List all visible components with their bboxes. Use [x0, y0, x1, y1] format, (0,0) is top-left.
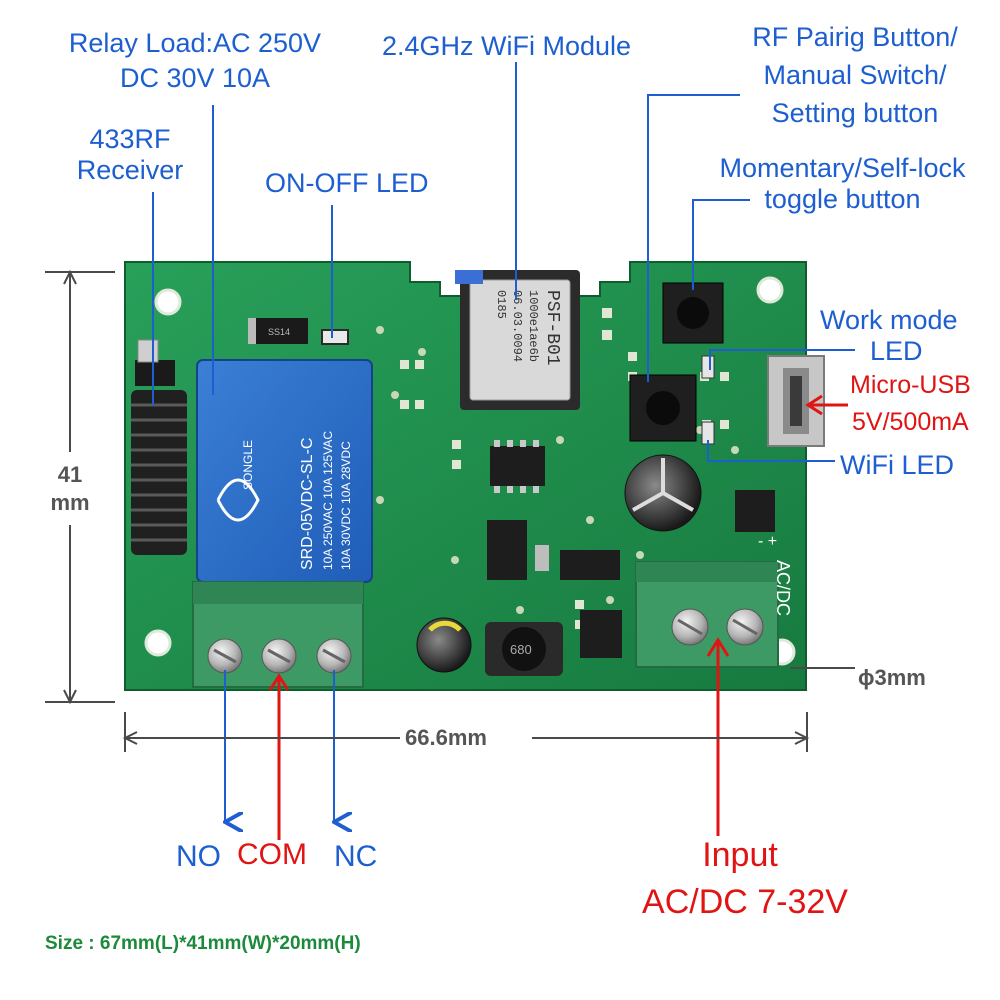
mount-hole-icon: [154, 288, 182, 316]
terminal-nc-label: NC: [334, 840, 378, 873]
terminal-com-label: COM: [237, 838, 307, 871]
module-text-1: PSF-B01: [542, 290, 562, 366]
relay: SRD-05VDC-SL-C 10A 250VAC 10A 125VAC 10A…: [196, 359, 373, 583]
wifi-module-label: 2.4GHz WiFi Module: [382, 31, 632, 61]
polarity-silk: - +: [758, 533, 777, 550]
dimension-lines: [45, 269, 855, 752]
rf-button-label-1: RF Pairig Button/: [752, 22, 958, 52]
wifi-led-label: WiFi LED: [840, 450, 954, 480]
input-voltage-label: AC/DC 7-32V: [642, 883, 848, 921]
relay-load-label-2: DC 30V 10A: [119, 63, 271, 93]
momentary-label-2: toggle button: [764, 184, 921, 214]
relay-rating-1: 10A 250VAC 10A 125VAC: [321, 431, 335, 570]
rf-button-label-3: Setting button: [771, 98, 939, 128]
width-dim-label: 66.6mm: [405, 725, 487, 750]
ic-chips: [487, 440, 775, 658]
relay-load-label: Relay Load:AC 250V: [68, 28, 322, 58]
inductor-text: 680: [510, 642, 532, 657]
micro-usb-label-2: 5V/500mA: [852, 408, 969, 436]
pcb-acdc-silk: AC/DC: [773, 560, 793, 616]
rf-receiver-label-1: 433RF: [89, 124, 171, 154]
input-terminal-block: [635, 561, 779, 668]
wifi-module: PSF-B01 1000e1ae6b 06.03.0094 0185: [455, 270, 580, 410]
inductor: 680: [485, 622, 563, 676]
diode-text: SS14: [268, 327, 290, 337]
mount-hole-icon: [144, 629, 172, 657]
onoff-led-icon: [321, 329, 349, 345]
rf-button-label-2: Manual Switch/: [763, 60, 947, 90]
crystal-icon: [137, 339, 159, 363]
rf-pairing-button: [629, 374, 697, 442]
height-dim-unit: mm: [50, 490, 90, 515]
relay-rating-2: 10A 30VDC 10A 28VDC: [339, 441, 353, 570]
diode-ss14: SS14: [248, 318, 308, 344]
mount-hole-icon: [756, 276, 784, 304]
module-led-icon: [455, 270, 483, 284]
momentary-label-1: Momentary/Self-lock: [719, 153, 966, 183]
onoff-led-label: ON-OFF LED: [265, 168, 429, 198]
size-note: Size : 67mm(L)*41mm(W)*20mm(H): [45, 933, 361, 954]
work-mode-label-2: LED: [870, 336, 923, 366]
relay-terminal-block: [192, 581, 364, 688]
work-mode-led-icon: [701, 355, 715, 379]
small-capacitor-icon: [416, 617, 472, 673]
hole-dim-label: ϕ3mm: [858, 665, 926, 690]
relay-model-text: SRD-05VDC-SL-C: [299, 438, 316, 570]
brand-logo-icon: [216, 478, 260, 522]
height-dim-value: 41: [57, 462, 83, 487]
input-label: Input: [702, 836, 778, 874]
callout-lines: [152, 62, 855, 822]
relay-brand-text: SONGLE: [241, 440, 255, 490]
rf-receiver-label-2: Receiver: [76, 155, 184, 185]
module-text-3: 06.03.0094: [510, 290, 524, 362]
module-text-2: 1000e1ae6b: [526, 290, 540, 362]
module-text-4: 0185: [494, 290, 508, 319]
micro-usb-label-1: Micro-USB: [850, 371, 971, 399]
terminal-no-label: NO: [176, 840, 221, 873]
momentary-button: [662, 282, 724, 344]
work-mode-label-1: Work mode: [820, 305, 958, 335]
